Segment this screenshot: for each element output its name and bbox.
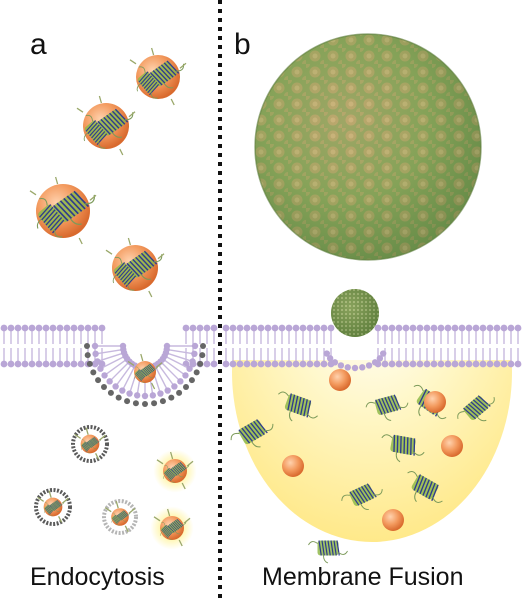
endosome-icon	[102, 499, 138, 535]
gfp-protein-icon	[365, 394, 409, 421]
core-sphere-icon	[382, 509, 404, 531]
gfp-protein-icon	[46, 499, 65, 512]
gfp-protein-icon	[278, 391, 318, 422]
gfp-protein-icon	[166, 461, 190, 478]
nanoparticle-icon	[127, 353, 163, 390]
gfp-protein-icon	[136, 66, 160, 99]
gfp-protein-icon	[381, 434, 425, 463]
nanoparticle-icon	[129, 47, 187, 106]
right-cell-membrane	[222, 324, 522, 372]
gfp-protein-icon	[43, 502, 54, 517]
endosome-icon	[71, 425, 109, 463]
core-sphere-icon	[441, 435, 463, 457]
gfp-protein-icon	[230, 419, 274, 448]
nanoparticle-icon	[156, 451, 194, 490]
gfp-protein-icon	[341, 483, 383, 511]
nanoparticle-icon	[74, 427, 106, 460]
nanoparticle-icon	[29, 176, 97, 245]
fusing-vesicle-icon	[331, 289, 379, 337]
gfp-protein-icon	[134, 366, 146, 383]
endosome-icon	[34, 488, 72, 526]
gfp-protein-icon	[44, 190, 96, 225]
caption-endocytosis: Endocytosis	[30, 563, 165, 591]
gfp-protein-icon	[137, 363, 159, 378]
nanoparticle-icon	[105, 237, 165, 298]
caption-membrane-fusion: Membrane Fusion	[262, 563, 464, 591]
nanoparticles	[29, 47, 197, 550]
gfp-protein-icon	[90, 108, 134, 138]
gfp-protein-icon	[163, 518, 187, 535]
nanoparticle-icon	[104, 501, 136, 533]
gfp-protein-icon	[163, 465, 176, 483]
lipid-vesicle-icon	[254, 33, 482, 261]
endosomes	[34, 425, 138, 535]
nanoparticle-icon	[153, 508, 191, 547]
gfp-protein-icon	[457, 395, 495, 422]
nanoparticle-icon	[37, 490, 69, 523]
core-sphere-icon	[282, 455, 304, 477]
gfp-protein-icon	[112, 256, 137, 291]
core-sphere-icon	[424, 391, 446, 413]
released-cores	[282, 369, 463, 531]
gfp-protein-icon	[111, 512, 121, 526]
gfp-protein-icon	[407, 471, 443, 503]
core-sphere-icon	[329, 369, 351, 391]
gfp-protein-icon	[80, 439, 91, 454]
gfp-protein-icon	[308, 540, 348, 564]
nanoparticle-icon	[76, 95, 136, 156]
gfp-protein-icon	[160, 522, 173, 540]
left-cell-membrane	[0, 324, 218, 368]
gfp-protein-icon	[36, 197, 65, 238]
gfp-protein-icon	[83, 114, 108, 149]
gfp-protein-icon	[119, 250, 163, 280]
panel-label-b: b	[234, 28, 251, 61]
panel-label-a: a	[30, 28, 47, 61]
